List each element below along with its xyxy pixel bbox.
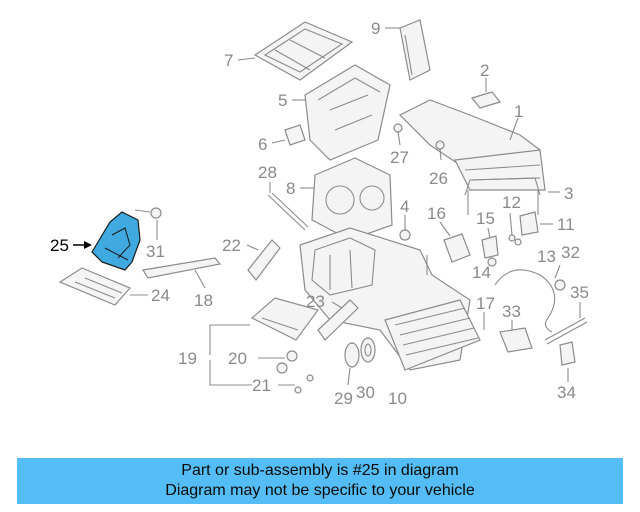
callout-24: 24 [151,286,170,305]
part-21-clips [294,374,314,394]
callout-27: 27 [390,148,409,167]
callout-14: 14 [472,263,491,282]
callout-7: 7 [224,51,233,70]
part-15-actuator [481,235,499,259]
part-28-rod [267,192,309,231]
callout-23: 23 [306,292,325,311]
callout-20: 20 [228,349,247,368]
part-19-filter [250,297,319,341]
callout-19: 19 [178,349,197,368]
callout-10: 10 [388,389,407,408]
part-2-clip [470,91,502,109]
callout-6: 6 [258,135,267,154]
part-25-highlighted [91,211,141,271]
arrow-to-part-25 [73,241,92,249]
banner-line-disclaimer: Diagram may not be specific to your vehi… [165,482,475,499]
callout-33: 33 [502,302,521,321]
callout-9: 9 [371,19,380,38]
part-18-strip [142,257,222,279]
callout-8: 8 [286,179,295,198]
callout-1: 1 [514,102,523,121]
callout-31: 31 [146,242,165,261]
part-23-trim [317,299,359,341]
part-29-seal [344,342,360,368]
part-20-grommets [276,350,298,374]
part-5-upper-housing [304,64,391,161]
part-7-filter-frame [253,21,354,81]
callout-16: 16 [427,204,446,223]
callout-12: 12 [502,193,521,212]
part-16-actuator [443,233,471,263]
callout-4: 4 [400,197,409,216]
part-9-panel [399,19,431,81]
part-3-bracket [464,177,541,215]
callout-11: 11 [557,215,575,234]
callout-32: 32 [561,243,580,262]
part-32-wire-harness [494,269,566,333]
part-12-pin [508,212,516,242]
part-8-blower-housing [311,157,393,241]
callout-28: 28 [258,163,277,182]
part-34-bracket [559,341,576,366]
callout-3: 3 [564,184,573,203]
callout-29: 29 [334,389,353,408]
callout-30: 30 [356,383,375,402]
part-11-sensor [519,211,539,236]
part-30-seal [360,337,376,363]
part-4-fastener [399,215,411,241]
part-17-heater-core [384,299,481,371]
part-26-screw [435,140,445,161]
part-14-clip [487,257,497,267]
part-31-screw [134,207,162,219]
callout-17: 17 [476,294,495,313]
part-33-module [499,327,533,353]
part-27-screw [393,123,403,146]
part-13-clip [514,238,522,246]
info-banner: Part or sub-assembly is #25 in diagram D… [17,458,623,504]
callout-21: 21 [252,376,271,395]
part-22-trim [247,239,281,281]
callout-22: 22 [222,236,241,255]
callout-18: 18 [194,291,213,310]
callout-15: 15 [476,209,495,228]
callout-26: 26 [429,169,448,188]
callout-35: 35 [570,283,589,302]
banner-line-part: Part or sub-assembly is #25 in diagram [181,462,459,479]
callout-34: 34 [557,383,576,402]
part-24-tray [58,267,132,306]
part-6-bracket [284,124,306,146]
callout-5: 5 [278,91,287,110]
parts-diagram: 1 2 3 4 5 6 7 8 9 10 11 12 13 14 15 16 1… [50,19,589,408]
callout-2: 2 [480,61,489,80]
callout-25: 25 [50,236,69,255]
callout-13: 13 [537,247,556,266]
part-35-rail [544,317,588,345]
